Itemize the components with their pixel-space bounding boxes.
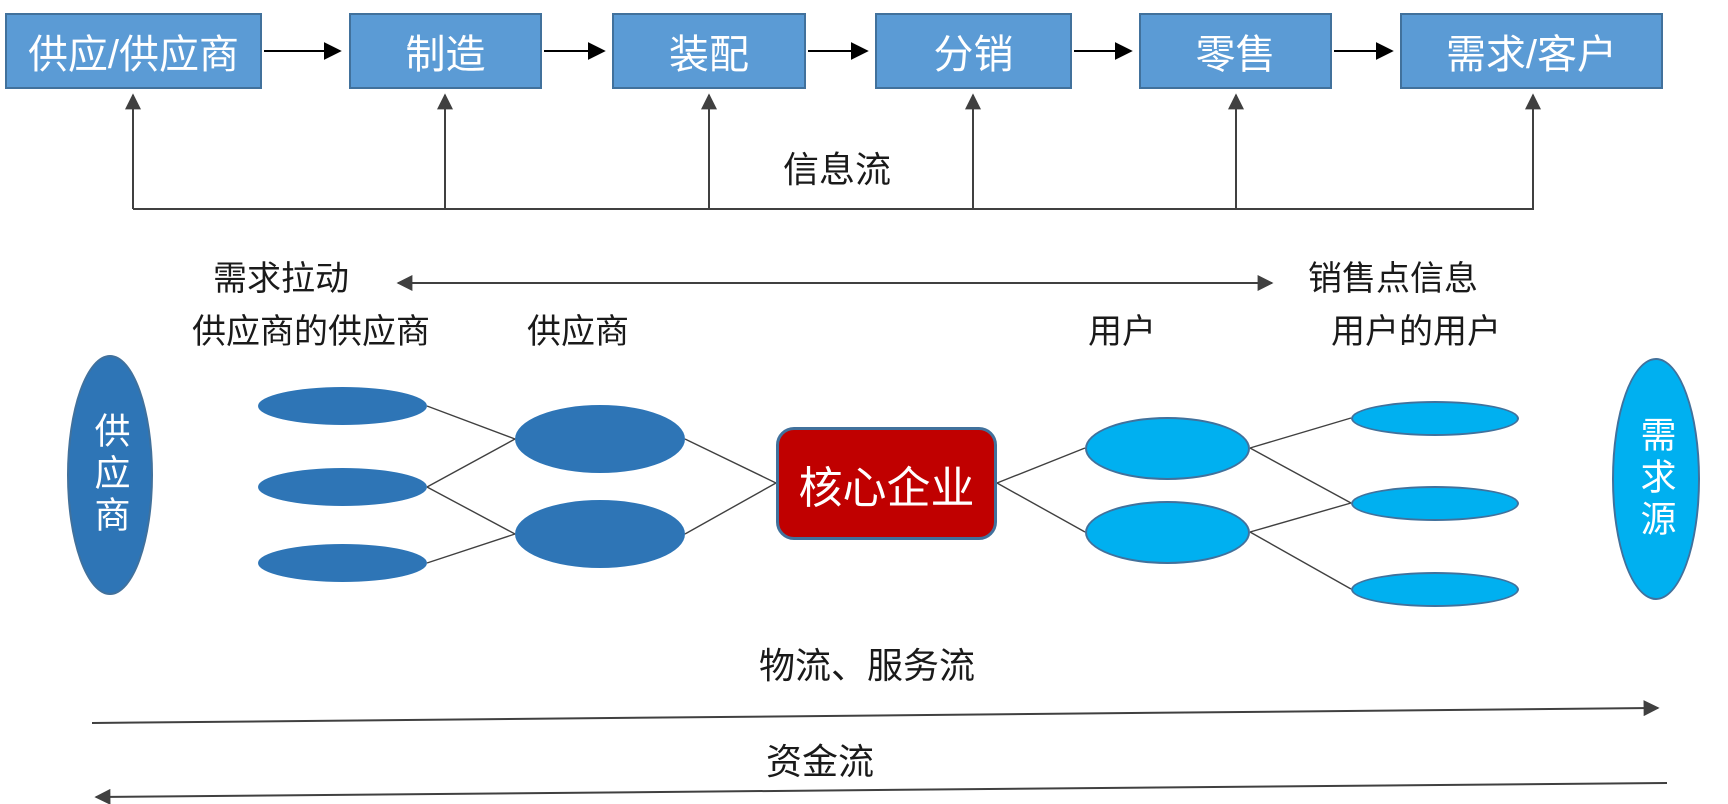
capital-flow-arrow [94, 782, 1668, 804]
supplier-ellipse-1 [515, 405, 685, 473]
connector [996, 447, 1086, 484]
tier-label-user: 用户 [1088, 313, 1156, 351]
users-user-ellipse-1 [1351, 401, 1519, 436]
supplier-ellipse-2 [515, 500, 685, 568]
users-user-ellipse-2 [1351, 486, 1519, 521]
stage-box-distribution: 分销 [875, 13, 1072, 89]
connector [1249, 447, 1352, 504]
connector [684, 438, 777, 484]
suppliers-supplier-ellipse-2 [258, 468, 427, 506]
info-flow-label: 信息流 [782, 149, 892, 190]
stage-box-supply: 供应/供应商 [5, 13, 262, 89]
connector [1249, 502, 1352, 533]
tier-label-suppliers-supplier: 供应商的供应商 [192, 313, 430, 351]
logistics-flow-arrow [91, 700, 1660, 724]
connector [426, 533, 516, 564]
users-user-ellipse-3 [1351, 572, 1519, 607]
capital-flow-label: 资金流 [765, 741, 875, 782]
suppliers-supplier-ellipse-3 [258, 544, 427, 582]
stage-box-assembly: 装配 [612, 13, 806, 89]
connector [426, 486, 516, 535]
stage-box-manufacture: 制造 [349, 13, 542, 89]
connector [1249, 531, 1352, 590]
pos-info-label: 销售点信息 [1308, 260, 1478, 298]
network-connectors [426, 405, 1352, 590]
tier-label-users-user: 用户的用户 [1331, 313, 1501, 351]
tier-label-supplier: 供应商 [527, 313, 629, 351]
connector [426, 405, 516, 440]
core-enterprise-box: 核心企业 [776, 427, 997, 540]
demand-source-ellipse: 需求源 [1612, 358, 1700, 600]
supply-source-ellipse: 供应商 [67, 355, 153, 595]
info-flow-lines [125, 93, 1541, 210]
logistics-flow-label: 物流、服务流 [758, 645, 976, 686]
user-ellipse-2 [1085, 501, 1250, 564]
user-ellipse-1 [1085, 417, 1250, 480]
stage-box-demand: 需求/客户 [1400, 13, 1663, 89]
connector [996, 482, 1086, 533]
connector [684, 482, 777, 535]
info-flow-bus [133, 93, 1541, 210]
demand-pull-label: 需求拉动 [213, 260, 349, 298]
suppliers-supplier-ellipse-1 [258, 387, 427, 425]
connector [1249, 417, 1352, 449]
connector [426, 438, 516, 488]
stage-box-retail: 零售 [1139, 13, 1332, 89]
